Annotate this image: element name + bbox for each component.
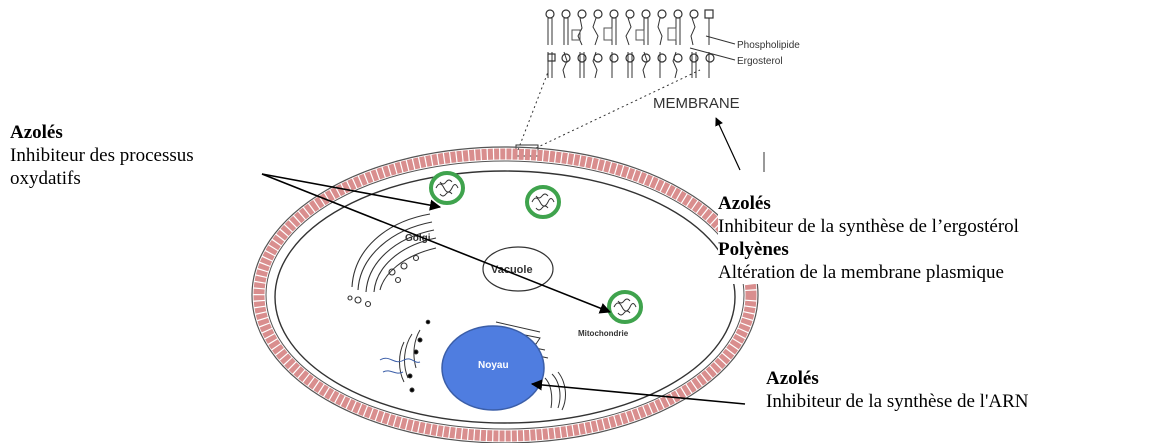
- phospholipid-tails: [548, 18, 709, 78]
- phospholipid-heads-top: [546, 10, 713, 18]
- annotation-left-title: Azolés: [10, 121, 194, 144]
- annotation-right-top-title1: Azolés: [718, 192, 1019, 215]
- annotation-right-bottom-desc: Inhibiteur de la synthèse de l'ARN: [766, 390, 1029, 413]
- membrane-bilayer-inset: Phospholipide Ergosterol MEMBRANE: [546, 10, 800, 112]
- noyau-label: Noyau: [478, 360, 509, 371]
- annotation-left-line1: Inhibiteur des processus: [10, 144, 194, 167]
- phospholipide-label: Phospholipide: [737, 40, 800, 51]
- annotation-left-line2: oxydatifs: [10, 167, 194, 190]
- ergosterol-label: Ergosterol: [737, 56, 783, 67]
- mitochondrion-1: [431, 173, 463, 203]
- vacuole-label: Vacuole: [491, 264, 533, 276]
- mitochondrion-2: [527, 187, 559, 217]
- annotation-right-bottom: Azolés Inhibiteur de la synthèse de l'AR…: [766, 367, 1029, 413]
- golgi-apparatus: [348, 214, 436, 307]
- mitochondrie-label: Mitochondrie: [578, 329, 629, 338]
- mitochondrion-3: [609, 292, 641, 322]
- golgi-label: Golgi: [405, 233, 431, 244]
- membrane-label: MEMBRANE: [653, 95, 740, 112]
- phospholipid-heads-bottom: [548, 54, 714, 62]
- annotation-left: Azolés Inhibiteur des processus oxydatif…: [10, 121, 194, 190]
- annotation-right-top: Azolés Inhibiteur de la synthèse de l’er…: [718, 190, 1019, 284]
- membrane-arrow-area: [716, 118, 764, 172]
- annotation-right-top-desc1: Inhibiteur de la synthèse de l’ergostéro…: [718, 215, 1019, 238]
- annotation-right-bottom-title: Azolés: [766, 367, 1029, 390]
- annotation-right-top-desc2: Altération de la membrane plasmique: [718, 261, 1019, 284]
- annotation-right-top-title2: Polyènes: [718, 238, 1019, 261]
